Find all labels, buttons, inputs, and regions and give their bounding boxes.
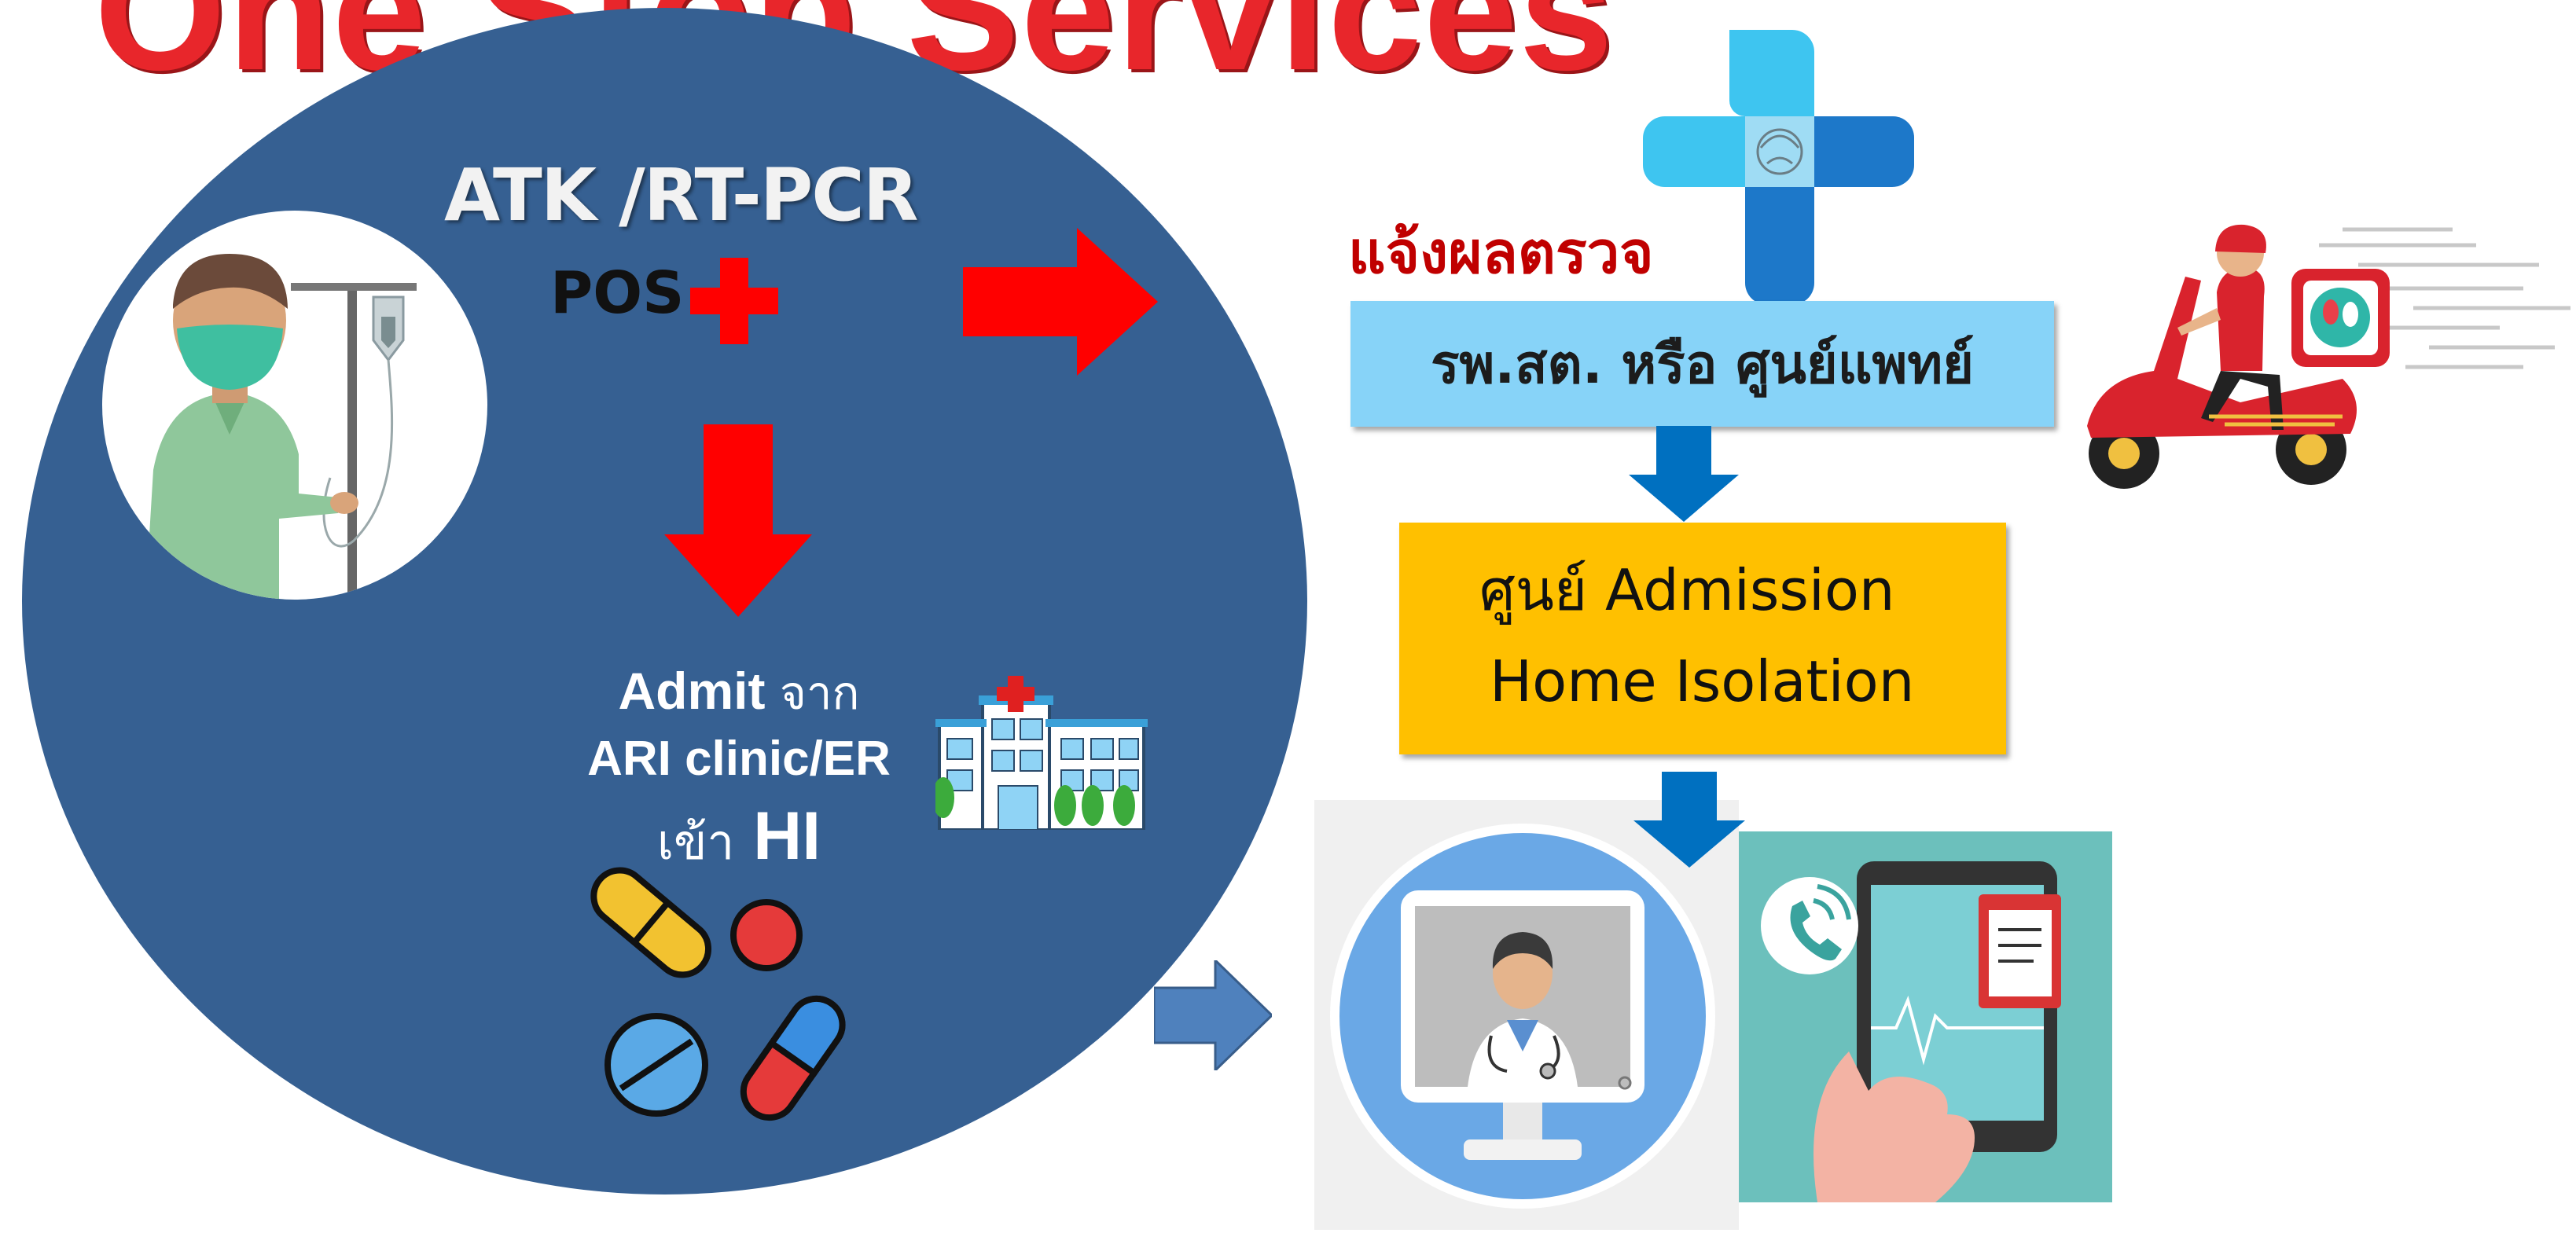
hospital-icon	[935, 676, 1148, 830]
admission-line-2: Home Isolation	[1490, 648, 1915, 714]
positive-label: POS	[550, 259, 685, 327]
red-cross-icon	[690, 258, 778, 344]
admit-line-3: เข้า HI	[535, 798, 943, 881]
arrow-down-red	[664, 424, 812, 617]
admit-line-1: Admit จาก	[535, 656, 943, 729]
from-thai: จาก	[779, 666, 860, 720]
arrow-down-blue-1	[1629, 426, 1739, 522]
admission-line-1: ศูนย์ Admission	[1479, 557, 1895, 623]
admit-word: Admit	[618, 662, 766, 720]
delivery-scooter-icon	[2087, 224, 2570, 489]
pills-icon	[590, 867, 846, 1121]
enter-thai: เข้า	[656, 813, 735, 871]
patient-illustration	[102, 211, 487, 600]
hi-word: HI	[753, 798, 821, 874]
medical-cross-logo-icon	[1643, 30, 1914, 305]
report-result-label: แจ้งผลตรวจ	[1348, 219, 1654, 287]
patient-iv-icon	[145, 254, 417, 600]
health-center-box: รพ.สต. หรือ ศูนย์แพทย์	[1350, 301, 2054, 427]
admission-center-box: ศูนย์ Admission Home Isolation	[1399, 523, 2006, 754]
phone-call-icon	[1761, 861, 2061, 1202]
telemedicine-panel	[1314, 800, 1739, 1230]
arrow-right-blue	[1154, 960, 1272, 1070]
health-center-label: รพ.สต. หรือ ศูนย์แพทย์	[1430, 334, 1975, 396]
admit-line-2: ARI clinic/ER	[587, 732, 891, 786]
process-circle	[22, 8, 1307, 1194]
test-label: ATK /RT-PCR	[444, 153, 919, 237]
arrow-down-blue-2	[1633, 772, 1745, 868]
phone-consult-panel	[1739, 831, 2112, 1202]
arrow-right-red	[963, 228, 1158, 376]
telemedicine-doctor-icon	[1330, 824, 1715, 1209]
